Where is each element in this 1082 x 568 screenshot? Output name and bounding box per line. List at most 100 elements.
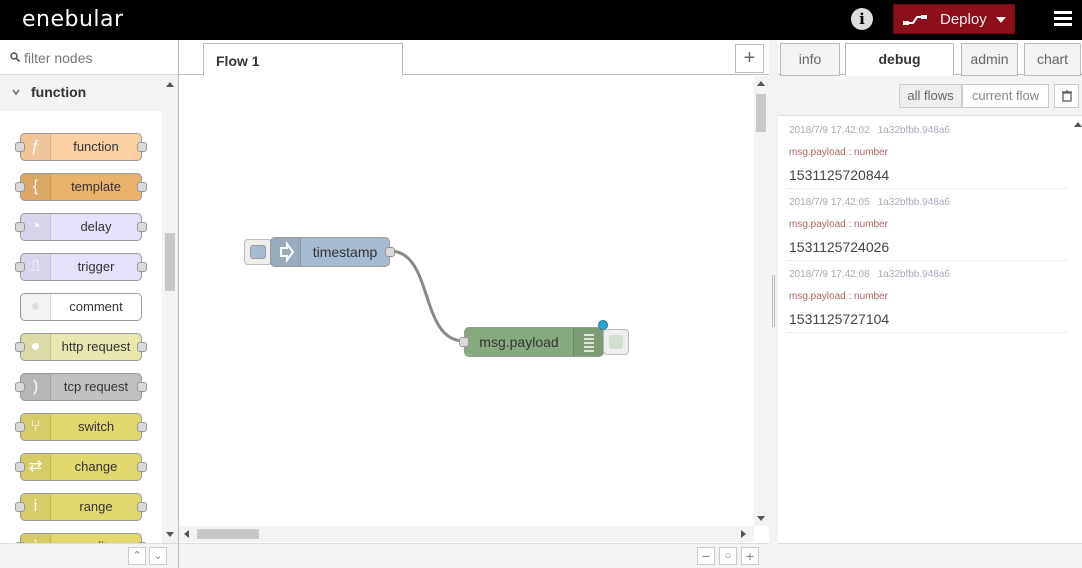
add-flow-button[interactable]: +	[735, 44, 764, 73]
debug-message[interactable]: 2018/7/9 17:42:05 1a32bfbb.948a6 msg.payl…	[786, 189, 1067, 261]
palette-node-change[interactable]: ⇄ change	[15, 453, 147, 481]
filter-all-flows-button[interactable]: all flows	[899, 84, 962, 108]
scroll-left-arrow[interactable]	[184, 530, 189, 538]
workspace: Flow 1 + timestamp msg.payload	[179, 40, 769, 568]
palette-node-switch[interactable]: ⑂switch	[15, 413, 147, 441]
scroll-down-arrow[interactable]	[166, 532, 174, 537]
zoom-out-button[interactable]: −	[697, 547, 715, 565]
hamburger-menu-icon[interactable]	[1054, 11, 1072, 27]
zoom-in-button[interactable]: +	[741, 547, 759, 565]
canvas-hscroll-thumb[interactable]	[197, 529, 259, 539]
flow-node-msg-payload[interactable]: msg.payload	[459, 320, 608, 357]
scroll-down-arrow[interactable]	[757, 516, 765, 521]
input-port	[15, 222, 25, 232]
output-port	[137, 342, 147, 352]
node-label: msg.payload	[479, 334, 559, 350]
input-port	[15, 462, 25, 472]
filter-current-flow-button[interactable]: current flow	[962, 84, 1049, 108]
palette-footer: ⌃ ⌄	[0, 543, 178, 568]
canvas-vscroll-thumb[interactable]	[756, 94, 766, 132]
scroll-up-arrow[interactable]	[166, 82, 174, 87]
sidebar-separator[interactable]	[769, 40, 778, 568]
output-port	[137, 542, 147, 543]
expand-all-button[interactable]: ⌄	[149, 547, 167, 565]
input-port[interactable]	[459, 337, 469, 347]
template-icon: {	[21, 174, 51, 200]
palette-node-label: comment	[69, 299, 123, 314]
palette-node-label: change	[74, 459, 118, 474]
category-header-function[interactable]	[0, 76, 162, 110]
palette-scrollbar[interactable]	[163, 76, 178, 543]
palette-node-delay[interactable]: ◔delay	[15, 213, 147, 241]
canvas-horizontal-scrollbar[interactable]	[179, 526, 754, 542]
output-port	[137, 182, 147, 192]
workspace-footer: − ○ +	[179, 543, 769, 568]
flow-canvas[interactable]: timestamp msg.payload	[179, 76, 754, 526]
trigger-icon: ⎍	[21, 254, 51, 280]
filter-nodes-input[interactable]	[24, 48, 169, 68]
debug-scrollbar[interactable]	[1074, 117, 1082, 543]
list-icon	[573, 328, 603, 356]
comment-icon: ●	[21, 294, 51, 320]
scroll-right-arrow[interactable]	[741, 530, 746, 538]
palette-node-label: range	[79, 499, 113, 514]
arrow-in-icon	[271, 238, 301, 266]
palette-node-split[interactable]: ⁞split	[15, 533, 147, 543]
range-icon: ⅰ	[21, 494, 51, 520]
message-time: 2018/7/9 17:42:08	[789, 269, 870, 280]
message-value: 1531125727104	[789, 311, 890, 327]
message-node-id[interactable]: 1a32bfbb.948a6	[877, 269, 950, 280]
palette-node-trigger[interactable]: ⎍ trigger	[15, 253, 147, 281]
chevron-down-icon[interactable]	[12, 88, 20, 96]
palette-node-label: trigger	[77, 259, 115, 274]
output-port	[137, 462, 147, 472]
chevron-down-icon[interactable]	[996, 17, 1006, 23]
trash-icon[interactable]	[1054, 84, 1079, 108]
info-icon[interactable]: i	[851, 8, 873, 30]
wire[interactable]	[389, 249, 465, 343]
palette-node-range[interactable]: ⅰ range	[15, 493, 147, 521]
output-port	[137, 222, 147, 232]
palette-node-comment[interactable]: ● comment	[20, 293, 142, 321]
switch-icon: ⑂	[21, 414, 51, 440]
message-type: msg.payload : number	[789, 219, 888, 230]
output-port[interactable]	[385, 247, 395, 257]
message-node-id[interactable]: 1a32bfbb.948a6	[877, 197, 950, 208]
tab-chart[interactable]: chart	[1024, 43, 1081, 76]
input-port	[15, 182, 25, 192]
debug-toggle-button[interactable]	[603, 329, 629, 355]
tab-admin[interactable]: admin	[961, 43, 1018, 76]
palette-node-tcp-request[interactable]: )tcp request	[15, 373, 147, 401]
canvas-vertical-scrollbar[interactable]	[754, 76, 769, 526]
collapse-all-button[interactable]: ⌃	[128, 547, 146, 565]
message-value: 1531125720844	[789, 167, 890, 183]
palette-node-http-request[interactable]: ●http request	[15, 333, 147, 361]
tab-debug[interactable]: debug	[845, 43, 954, 76]
message-time: 2018/7/9 17:42:05	[789, 197, 870, 208]
tab-info[interactable]: info	[780, 43, 840, 76]
palette-search	[0, 40, 178, 75]
zoom-reset-button[interactable]: ○	[719, 547, 737, 565]
scroll-up-arrow[interactable]	[1074, 122, 1082, 127]
split-icon: ⁞	[21, 534, 51, 543]
scroll-up-arrow[interactable]	[757, 81, 765, 86]
inject-trigger-button[interactable]	[244, 239, 272, 265]
palette-node-label: tcp request	[63, 379, 129, 394]
drag-handle[interactable]	[772, 275, 775, 327]
deploy-button[interactable]: Deploy	[893, 4, 1015, 34]
input-port	[15, 422, 25, 432]
category-label: function	[31, 84, 87, 100]
message-type: msg.payload : number	[789, 147, 888, 158]
palette-scroll-thumb[interactable]	[165, 233, 175, 291]
flow-node-timestamp[interactable]: timestamp	[270, 237, 395, 267]
tab-flow-1[interactable]: Flow 1	[203, 43, 403, 76]
palette-node-template[interactable]: {template	[15, 173, 147, 201]
message-node-id[interactable]: 1a32bfbb.948a6	[877, 125, 950, 136]
output-port	[137, 262, 147, 272]
swap-icon: ⇄	[21, 454, 51, 480]
